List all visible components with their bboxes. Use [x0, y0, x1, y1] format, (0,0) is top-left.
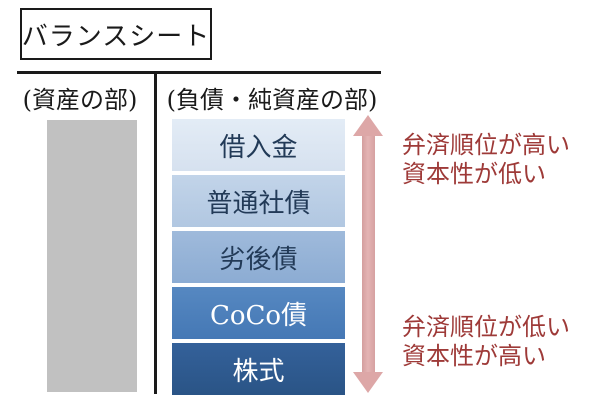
diagram-title-box: バランスシート: [20, 8, 212, 60]
column-divider-line: [154, 74, 157, 394]
assets-block: [47, 120, 137, 392]
annotation-top-line1: 弁済順位が高い: [402, 131, 570, 159]
arrow-down-head-icon: [353, 372, 383, 393]
stack-layer-equity: 株式: [172, 343, 345, 395]
priority-direction-arrow: [353, 115, 383, 393]
liabilities-section-header: (負債・純資産の部): [166, 86, 378, 114]
stack-layer-ordinary-bonds: 普通社債: [172, 175, 345, 227]
liabilities-stack: 借入金 普通社債 劣後債 CoCo債 株式: [172, 119, 345, 395]
assets-section-header: (資産の部): [22, 86, 138, 114]
annotation-bottom: 弁済順位が低い 資本性が高い: [402, 313, 570, 371]
annotation-top: 弁済順位が高い 資本性が低い: [402, 131, 570, 189]
annotation-bottom-line1: 弁済順位が低い: [402, 313, 570, 341]
stack-layer-coco-bonds: CoCo債: [172, 287, 345, 339]
arrow-shaft: [361, 136, 375, 372]
top-horizontal-rule: [17, 71, 381, 74]
arrow-up-head-icon: [353, 115, 383, 136]
stack-layer-subordinated-bonds: 劣後債: [172, 231, 345, 283]
annotation-bottom-line2: 資本性が高い: [402, 342, 546, 370]
stack-layer-borrowings: 借入金: [172, 119, 345, 171]
annotation-top-line2: 資本性が低い: [402, 160, 546, 188]
diagram-title: バランスシート: [21, 21, 211, 52]
